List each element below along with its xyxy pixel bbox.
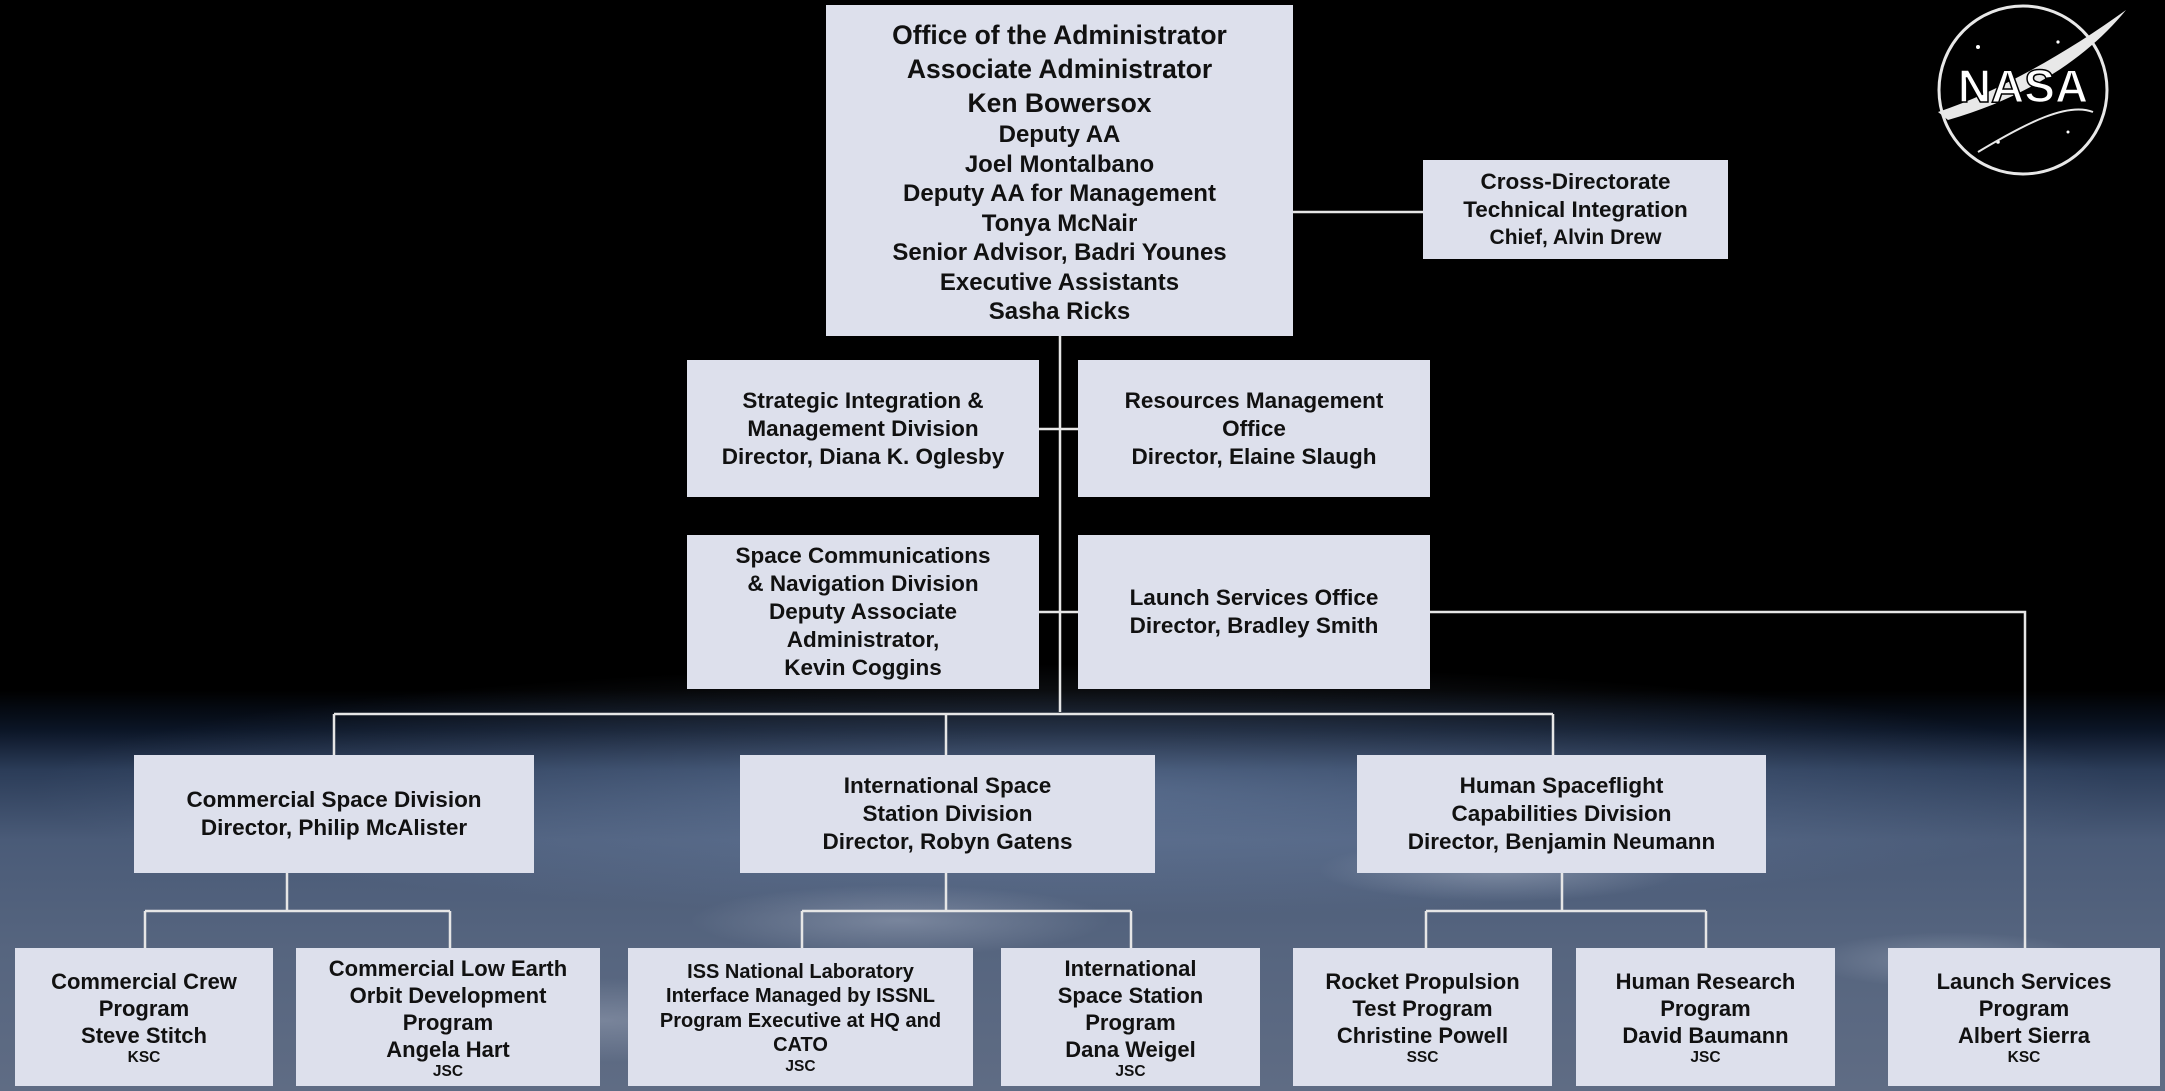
hsc-division-director: Director, Benjamin Neumann (1407, 829, 1716, 854)
space-communications-box: Space Communications & Navigation Divisi… (687, 535, 1039, 689)
associate-administrator-name: Ken Bowersox (967, 88, 1152, 119)
program-line: Human Research (1615, 969, 1796, 994)
program-line: Program (98, 996, 190, 1021)
center-label: KSC (2007, 1049, 2041, 1066)
office-title: Office of the Administrator (892, 20, 1227, 51)
program-line: Program (402, 1009, 494, 1035)
cross-directorate-box: Cross-Directorate Technical Integration … (1423, 160, 1728, 259)
hsc-division-line: Human Spaceflight (1459, 773, 1664, 798)
issnl-program-box: ISS National Laboratory Interface Manage… (628, 948, 973, 1086)
scan-line: Deputy Associate (769, 599, 957, 624)
resources-management-box: Resources Management Office Director, El… (1078, 360, 1430, 497)
launch-office-line: Launch Services Office (1129, 585, 1379, 610)
strategic-line: Strategic Integration & (742, 387, 984, 413)
commercial-crew-program-box: Commercial Crew Program Steve Stitch KSC (15, 948, 273, 1086)
executive-assistants-title: Executive Assistants (939, 268, 1180, 296)
center-label: SSC (1406, 1049, 1439, 1066)
program-line: ISS National Laboratory (687, 960, 914, 983)
scan-line: & Navigation Division (747, 571, 979, 596)
strategic-line: Management Division (747, 415, 979, 441)
strategic-integration-box: Strategic Integration & Management Divis… (687, 360, 1039, 497)
program-line: CATO (773, 1034, 828, 1056)
resources-line: Resources Management (1124, 387, 1384, 413)
iss-division-box: International Space Station Division Dir… (740, 755, 1155, 873)
strategic-director: Director, Diana K. Oglesby (721, 443, 1005, 469)
rocket-propulsion-program-box: Rocket Propulsion Test Program Christine… (1293, 948, 1552, 1086)
commercial-division-director: Director, Philip McAlister (200, 815, 468, 840)
program-manager: David Baumann (1622, 1023, 1789, 1048)
cross-directorate-chief: Chief, Alvin Drew (1489, 225, 1662, 249)
executive-assistant-name: Sasha Ricks (988, 298, 1131, 326)
program-line: Commercial Low Earth (328, 955, 568, 981)
program-line: Orbit Development (349, 982, 547, 1008)
deputy-aa-title: Deputy AA (998, 121, 1121, 149)
senior-advisor: Senior Advisor, Badri Younes (892, 239, 1227, 267)
center-label: JSC (1690, 1049, 1721, 1066)
launch-services-program-box: Launch Services Program Albert Sierra KS… (1888, 948, 2160, 1086)
cleo-program-box: Commercial Low Earth Orbit Development P… (296, 948, 600, 1086)
program-line: Launch Services (1936, 969, 2112, 994)
program-line: Rocket Propulsion (1325, 969, 1520, 994)
cross-directorate-line: Technical Integration (1463, 196, 1688, 222)
center-label: KSC (127, 1049, 161, 1066)
iss-division-line: Station Division (862, 801, 1033, 826)
scan-deputy-name: Kevin Coggins (784, 655, 942, 680)
associate-administrator-title: Associate Administrator (906, 54, 1213, 85)
launch-services-office-box: Launch Services Office Director, Bradley… (1078, 535, 1430, 689)
deputy-aa-management-title: Deputy AA for Management (903, 180, 1216, 208)
iss-program-box: International Space Station Program Dana… (1001, 948, 1260, 1086)
human-spaceflight-division-box: Human Spaceflight Capabilities Division … (1357, 755, 1766, 873)
deputy-aa-management-name: Tonya McNair (981, 209, 1138, 237)
iss-division-director: Director, Robyn Gatens (822, 829, 1073, 854)
program-line: Commercial Crew (51, 969, 237, 994)
nasa-logo-text: NASA (1958, 60, 2088, 112)
program-manager: Steve Stitch (81, 1023, 207, 1048)
program-manager: Angela Hart (386, 1036, 510, 1062)
nasa-meatball-icon: NASA (1937, 4, 2126, 176)
program-line: Interface Managed by ISSNL (666, 985, 935, 1007)
hsc-division-line: Capabilities Division (1451, 801, 1672, 826)
program-line: Program (1085, 1009, 1176, 1035)
scan-line: Administrator, (786, 627, 940, 652)
launch-office-director: Director, Bradley Smith (1129, 613, 1379, 638)
center-label: JSC (1115, 1062, 1146, 1080)
commercial-division-line: Commercial Space Division (186, 787, 482, 812)
commercial-space-division-box: Commercial Space Division Director, Phil… (134, 755, 534, 873)
deputy-aa-name: Joel Montalbano (964, 150, 1155, 178)
resources-line: Office (1222, 415, 1286, 441)
program-line: Space Station (1057, 982, 1204, 1008)
program-line: Program (1660, 996, 1751, 1021)
office-of-administrator-box: Office of the Administrator Associate Ad… (826, 5, 1293, 336)
scan-line: Space Communications (735, 543, 991, 568)
resources-director: Director, Elaine Slaugh (1131, 443, 1377, 469)
program-line: Test Program (1352, 996, 1493, 1021)
program-line: Program (1978, 996, 2070, 1021)
program-manager: Dana Weigel (1065, 1036, 1196, 1062)
program-manager: Albert Sierra (1957, 1023, 2091, 1048)
center-label: JSC (432, 1062, 464, 1080)
cross-directorate-line: Cross-Directorate (1480, 168, 1671, 194)
connector-launch-services (1430, 610, 2027, 948)
program-line: International (1064, 955, 1197, 981)
center-label: JSC (785, 1057, 816, 1075)
iss-division-line: International Space (843, 773, 1052, 798)
program-manager: Christine Powell (1336, 1023, 1509, 1048)
human-research-program-box: Human Research Program David Baumann JSC (1576, 948, 1835, 1086)
program-line: Program Executive at HQ and (659, 1009, 942, 1032)
